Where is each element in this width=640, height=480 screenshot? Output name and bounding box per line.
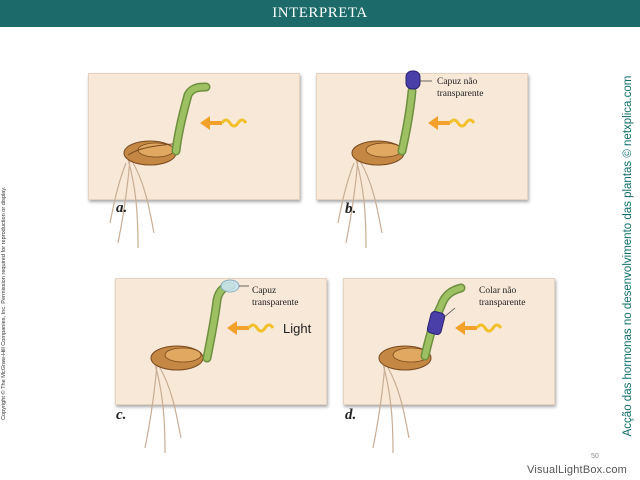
seed-husk [378,345,432,371]
seedling-illustration-a [109,82,248,249]
seedling-illustration-c [144,279,275,454]
light-arrow [200,116,248,130]
opaque-cap [405,70,421,90]
light-label: Light [283,321,312,336]
seed-husk [351,140,405,166]
slide-title: INTERPRETA [0,0,640,27]
annotation-b-line2: transparente [437,89,484,99]
annotation-c-line1: Capuz [252,286,277,296]
panel-letter-a: a. [116,200,128,216]
annotation-b: Capuz não transparente [437,76,483,100]
annotation-d-line1: Colar não [479,286,517,296]
panel-letter-c: c. [116,407,127,423]
roots [337,158,383,249]
panel-letter-d: d. [345,407,357,423]
light-arrow [455,321,503,335]
light-arrow [428,116,476,130]
panel-letter-b: b. [345,201,357,217]
roots [109,158,155,249]
seedling-illustration-b [337,70,476,249]
side-title: Acção das hormonas no desenvolvimento da… [622,75,634,437]
roots [144,363,182,454]
copyright-notice: Copyright © The McGraw-Hill Companies, I… [1,186,7,420]
page-number: 50 [591,453,599,460]
annotation-c: Capuz transparente [252,285,298,309]
watermark: VisualLightBox.com [527,464,628,476]
annotation-d-line2: transparente [479,298,526,308]
seedling-illustration-d [372,283,503,454]
transparent-cap [220,279,240,293]
seed-husk [123,140,181,166]
panel-b [316,73,528,200]
opaque-collar [426,310,446,336]
annotation-d: Colar não transparente [479,285,525,309]
annotation-b-line1: Capuz não [437,77,478,87]
roots [372,363,410,454]
seed-husk [150,345,204,371]
light-arrow [227,321,275,335]
annotation-c-line2: transparente [252,298,299,308]
